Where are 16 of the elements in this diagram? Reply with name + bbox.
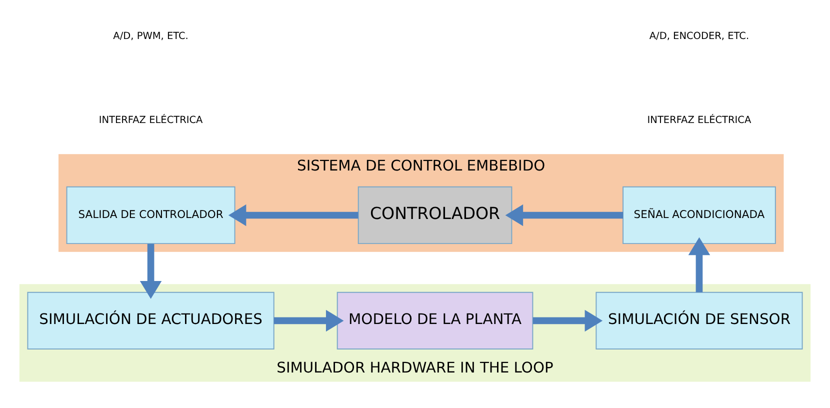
arrow bbox=[228, 204, 358, 226]
label: A/D, ENCODER, ETC. bbox=[649, 30, 750, 42]
node-box: CONTROLADOR bbox=[358, 186, 512, 244]
arrow bbox=[274, 310, 344, 332]
node-box: SIMULACIÓN DE SENSOR bbox=[596, 292, 803, 350]
node-box: SALIDA DE CONTROLADOR bbox=[66, 186, 236, 244]
arrow bbox=[140, 244, 162, 299]
arrow bbox=[505, 204, 624, 226]
arrow bbox=[688, 237, 710, 292]
label: INTERFAZ ELÉCTRICA bbox=[647, 114, 752, 126]
node-box: SIMULACIÓN DE ACTUADORES bbox=[27, 292, 274, 350]
node-box: MODELO DE LA PLANTA bbox=[336, 292, 534, 350]
label: A/D, PWM, ETC. bbox=[113, 30, 188, 42]
node-box: SEÑAL ACONDICIONADA bbox=[622, 186, 776, 244]
label: INTERFAZ ELÉCTRICA bbox=[98, 114, 203, 126]
arrow bbox=[532, 310, 603, 332]
